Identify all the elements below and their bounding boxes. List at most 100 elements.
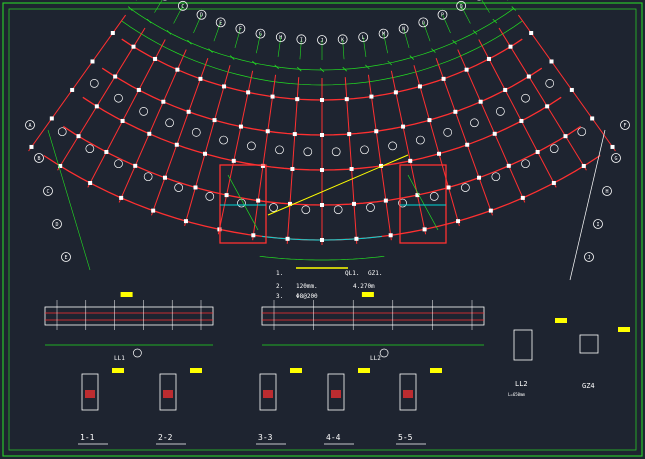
dim-tick-8 xyxy=(297,66,302,72)
dim-tick-15 xyxy=(452,39,457,45)
column-9-0 xyxy=(320,98,324,102)
column-10-2 xyxy=(349,166,354,171)
room-bubble-12 xyxy=(416,135,425,145)
axis-label-12: M xyxy=(382,32,385,38)
room-bubble-9 xyxy=(331,147,341,157)
room-bubble-6 xyxy=(247,141,256,151)
stair-wing-left xyxy=(219,164,267,244)
section-3-bar xyxy=(263,390,273,398)
column-17-1 xyxy=(526,74,531,79)
column-18-4 xyxy=(610,144,615,149)
floor-plan: ABCDEFGHIJKLMNOPQRSABCDEFGHIJ xyxy=(25,0,630,281)
column-13-3 xyxy=(446,185,451,190)
room-bubble-17 xyxy=(545,79,555,88)
room-bubble-lower-3 xyxy=(143,172,153,182)
section-label-1: 1-1 xyxy=(80,433,95,442)
column-8-1 xyxy=(292,132,297,137)
column-12-3 xyxy=(415,193,420,198)
column-11-0 xyxy=(369,94,374,99)
room-bubble-lower-1 xyxy=(85,144,95,154)
column-9-4 xyxy=(320,238,324,242)
right-axis-label-1: G xyxy=(614,156,617,162)
beam-axis-bubble xyxy=(379,348,389,358)
dim-tick-13 xyxy=(409,55,415,60)
room-bubble-0 xyxy=(89,79,99,88)
room-bubble-lower-12 xyxy=(429,192,439,201)
column-16-2 xyxy=(519,118,524,123)
axis-label-13: N xyxy=(402,27,405,33)
column-16-3 xyxy=(535,149,540,154)
column-15-2 xyxy=(492,131,497,136)
column-2-4 xyxy=(88,180,93,185)
room-bubble-lower-4 xyxy=(174,183,183,192)
dim-tick-6 xyxy=(252,60,257,66)
column-0-0 xyxy=(110,30,115,35)
dim-tick-11 xyxy=(365,64,370,70)
room-bubble-lower-10 xyxy=(366,203,375,212)
beam-outline xyxy=(261,306,485,326)
axis-lead-5 xyxy=(234,28,241,49)
axis-bubble-9 xyxy=(317,35,327,45)
room-bubble-lower-14 xyxy=(491,172,501,182)
column-6-0 xyxy=(246,90,251,95)
column-11-1 xyxy=(374,129,379,134)
dim-tick-7 xyxy=(274,64,279,70)
axis-label-10: K xyxy=(341,37,344,43)
column-13-1 xyxy=(427,118,432,123)
radial-wall-16 xyxy=(478,39,557,188)
radial-wall-3 xyxy=(118,49,187,203)
axis-bubble-8 xyxy=(296,34,307,45)
room-bubble-lower-2 xyxy=(114,159,123,169)
room-bubble-lower-7 xyxy=(269,203,278,212)
column-0-3 xyxy=(49,116,54,121)
radial-wall-8 xyxy=(286,77,300,244)
radial-wall-18 xyxy=(517,14,616,152)
column-11-4 xyxy=(388,233,393,238)
beam-axis-bubble xyxy=(133,348,142,358)
dim-tick-9 xyxy=(319,67,325,73)
axis-lead-16 xyxy=(460,5,471,24)
column-8-2 xyxy=(290,166,295,171)
room-bubble-lower-16 xyxy=(549,144,559,154)
beam-label-tag xyxy=(361,292,374,297)
column-4-3 xyxy=(162,175,167,180)
dim-tick-14 xyxy=(431,48,436,53)
column-0-4 xyxy=(29,144,34,149)
section-label-5: 5-5 xyxy=(398,433,413,442)
column-4-1 xyxy=(186,109,191,114)
axis-bubble-3 xyxy=(196,9,207,20)
room-bubble-lower-0 xyxy=(57,127,67,137)
axis-lead-17 xyxy=(481,0,490,13)
section-4-tag xyxy=(358,368,370,373)
column-4-2 xyxy=(174,142,179,147)
axis-bubble-12 xyxy=(378,28,389,39)
column-8-3 xyxy=(287,201,292,206)
left-axis-label-4: E xyxy=(64,255,67,261)
column-16-4 xyxy=(551,180,556,185)
radial-wall-14 xyxy=(435,57,493,216)
radial-wall-5 xyxy=(184,65,231,227)
axis-label-5: F xyxy=(239,27,242,33)
section-2-bar xyxy=(163,390,173,398)
column-0-2 xyxy=(70,87,75,92)
column-1-3 xyxy=(76,134,81,139)
axis-lead-3 xyxy=(193,14,202,34)
radial-wall-11 xyxy=(367,74,392,241)
left-axis-label-1: B xyxy=(37,156,40,162)
note-1-text-b: GZ1. xyxy=(368,270,382,277)
column-3-3 xyxy=(133,163,138,168)
column-10-3 xyxy=(352,201,357,206)
column-3-4 xyxy=(119,195,124,200)
column-7-4 xyxy=(251,233,256,238)
axis-bubble-7 xyxy=(275,32,286,43)
axis-bubble-6 xyxy=(255,28,266,39)
column-12-0 xyxy=(393,90,398,95)
axis-label-16: Q xyxy=(460,4,463,10)
axis-lead-8 xyxy=(299,39,302,60)
column-13-4 xyxy=(456,219,461,224)
radial-wall-4 xyxy=(151,57,209,216)
note-1-number: 1. xyxy=(276,270,283,277)
column-17-3 xyxy=(563,134,568,139)
radial-wall-6 xyxy=(217,70,254,235)
